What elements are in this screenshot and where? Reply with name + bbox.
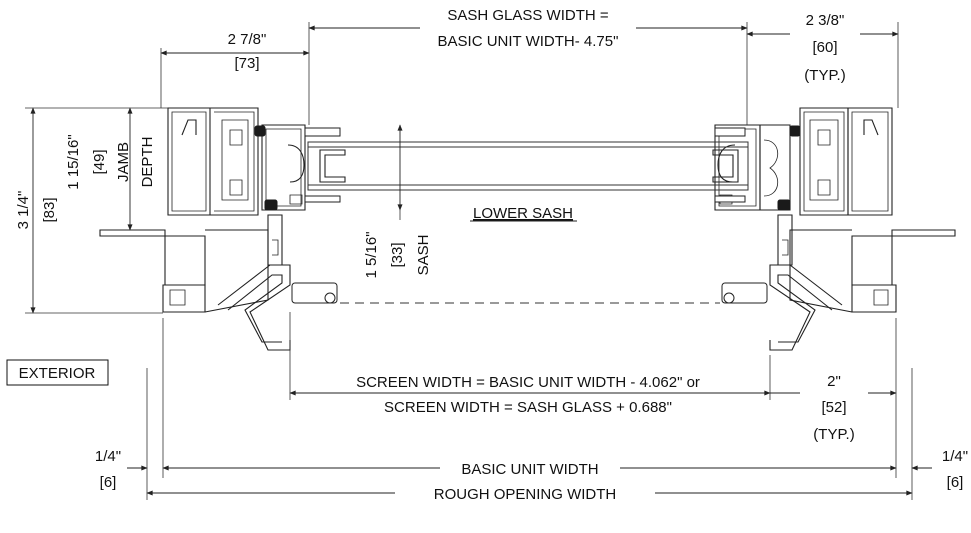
left-gap-imperial: 1/4": [95, 448, 121, 465]
left-sash-profile: [254, 124, 341, 211]
dimension-labels: SASH GLASS WIDTH = BASIC UNIT WIDTH- 4.7…: [6, 7, 968, 503]
sash-depth-metric: [33]: [389, 242, 406, 267]
sash-glass-width-label-line1: SASH GLASS WIDTH =: [447, 7, 609, 24]
right-gap-imperial: 1/4": [942, 448, 968, 465]
jamb-depth-imperial: 1 15/16": [65, 134, 82, 189]
right-sash-dim-typ: (TYP.): [804, 67, 845, 84]
right-gap-metric: [6]: [947, 474, 964, 491]
right-sash-dim-imperial: 2 3/8": [806, 12, 845, 29]
screen-side-dim-typ: (TYP.): [813, 426, 854, 443]
overall-depth-imperial: 3 1/4": [15, 191, 32, 230]
screen-assembly: [291, 282, 768, 304]
basic-unit-width-label: BASIC UNIT WIDTH: [461, 461, 598, 478]
dimension-lines: [30, 25, 932, 496]
jamb-depth-word2: DEPTH: [139, 137, 156, 188]
right-jamb-profile: [769, 107, 956, 351]
right-sash-dim-metric: [60]: [812, 39, 837, 56]
screen-side-dim-imperial: 2": [827, 373, 841, 390]
lower-sash-label: LOWER SASH: [473, 205, 573, 222]
right-sash-profile: [714, 124, 801, 211]
exterior-label: EXTERIOR: [19, 365, 96, 382]
left-sash-dim-metric: [73]: [234, 55, 259, 72]
screen-side-dim-metric: [52]: [821, 399, 846, 416]
left-sash-dim-imperial: 2 7/8": [228, 31, 267, 48]
overall-depth-metric: [83]: [41, 197, 58, 222]
screen-width-line2: SCREEN WIDTH = SASH GLASS + 0.688": [384, 399, 672, 416]
sash-glass-width-label-line2: BASIC UNIT WIDTH- 4.75": [438, 33, 619, 50]
rough-opening-width-label: ROUGH OPENING WIDTH: [434, 486, 617, 503]
insulated-glass-unit: [307, 141, 749, 191]
screen-width-line1: SCREEN WIDTH = BASIC UNIT WIDTH - 4.062"…: [356, 374, 700, 391]
left-gap-metric: [6]: [100, 474, 117, 491]
extension-lines: [25, 22, 913, 500]
sash-depth-imperial: 1 5/16": [363, 231, 380, 278]
jamb-depth-metric: [49]: [91, 149, 108, 174]
sash-depth-word: SASH: [415, 235, 432, 276]
jamb-depth-word1: JAMB: [115, 142, 132, 182]
left-jamb-profile: [99, 107, 291, 351]
exterior-box: [6, 359, 109, 386]
